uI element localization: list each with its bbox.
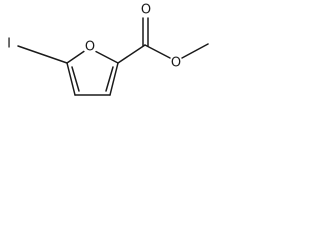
bond-c5-to-iodine — [17, 45, 68, 64]
atom-label-carbonyl-oxygen: O — [139, 3, 153, 18]
atom-label-iodine: I — [3, 37, 15, 52]
atom-label-ester-oxygen: O — [169, 56, 183, 71]
double-bond-c2-c3-inner — [105, 66, 114, 92]
methyl-5-iodofuran-2-carboxylate-structure: O O O I — [3, 3, 209, 96]
iodine-label: I — [7, 37, 11, 52]
methyl-ester-group — [117, 17, 209, 64]
ring-oxygen-label: O — [85, 40, 95, 55]
bond-c2-to-carbonyl-carbon — [117, 44, 146, 64]
double-bond-c4-c5-inner — [71, 66, 80, 92]
bond-c2-to-c3 — [109, 62, 119, 96]
bond-carbonyl-to-ester-o — [144, 44, 171, 59]
bond-c4-to-c5 — [66, 62, 76, 96]
bond-c5-to-ring-o — [66, 49, 87, 64]
bond-ring-o-to-c2 — [92, 49, 119, 64]
bond-ester-o-to-methyl — [181, 43, 209, 59]
atom-label-ring-oxygen: O — [83, 40, 97, 55]
ester-oxygen-label: O — [171, 56, 181, 71]
furan-ring — [66, 49, 119, 96]
carbonyl-oxygen-label: O — [141, 3, 151, 18]
